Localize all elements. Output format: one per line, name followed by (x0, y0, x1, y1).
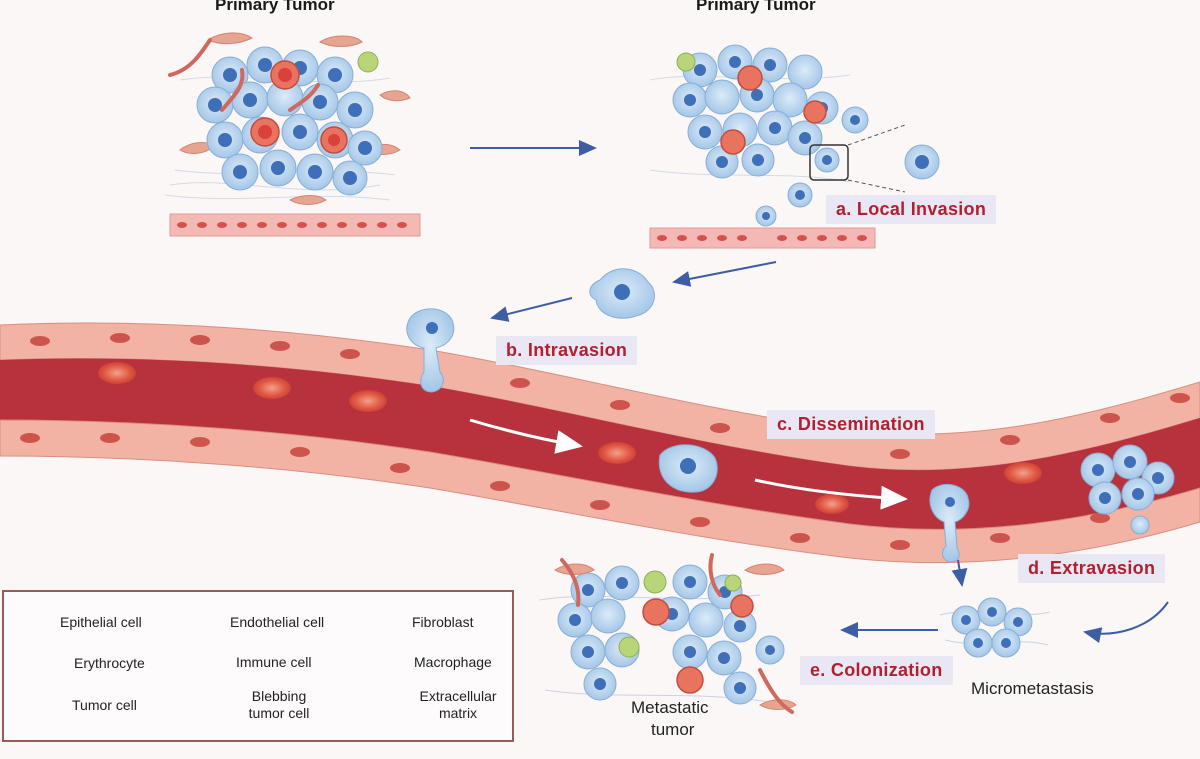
legend-fibroblast-label: Fibroblast (412, 614, 474, 630)
step-local-invasion: a. Local Invasion (826, 195, 997, 224)
micrometastasis-cluster (939, 597, 1051, 658)
legend-epithelial-label: Epithelial cell (60, 614, 142, 630)
erythrocytes (98, 362, 1042, 514)
step-colonization: e. Colonization (800, 656, 953, 685)
legend-blebbing-line2: tumor cell (248, 705, 310, 721)
step-intravasion: b. Intravasion (496, 336, 638, 365)
primary-tumor-title-left: Primary Tumor (215, 0, 335, 14)
migrating-tumor-cell (589, 268, 655, 319)
metastatic-tumor-label-line1: Metastatic (631, 698, 709, 717)
blood-vessel (0, 322, 1200, 564)
primary-tumor-right-illustration (649, 44, 940, 249)
legend-ecm-line2: matrix (438, 705, 478, 721)
legend-erythrocyte-label: Erythrocyte (74, 655, 145, 671)
metastatic-tumor-illustration (539, 553, 797, 714)
legend-blebbing-label: Blebbing tumor cell (234, 688, 324, 722)
circulating-tumor-cell (658, 444, 718, 493)
legend-ecm-line1: Extracellular (419, 688, 497, 704)
epithelium-right (649, 227, 876, 249)
step-dissemination: c. Dissemination (767, 410, 935, 439)
metastatic-tumor-label-line2: tumor (651, 720, 695, 739)
legend-endothelial-label: Endothelial cell (230, 614, 325, 630)
arrested-tumor-cluster (1080, 444, 1175, 535)
legend-ecm-label: Extracellular matrix (408, 688, 508, 722)
legend-box: Epithelial cell Endothelial cell Fibrobl… (2, 590, 514, 742)
micrometastasis-label: Micrometastasis (971, 679, 1094, 698)
legend-blebbing-line1: Blebbing (251, 688, 307, 704)
primary-tumor-title-right: Primary Tumor (696, 0, 816, 14)
legend-macrophage-label: Macrophage (414, 654, 492, 670)
primary-tumor-left-illustration (164, 32, 421, 237)
extravasating-cell (929, 483, 970, 563)
legend-tumor-label: Tumor cell (72, 697, 137, 713)
legend-immune-label: Immune cell (236, 654, 312, 670)
epithelium-left (169, 213, 421, 237)
step-extravasion: d. Extravasion (1018, 554, 1166, 583)
intravasating-cell (406, 308, 455, 393)
